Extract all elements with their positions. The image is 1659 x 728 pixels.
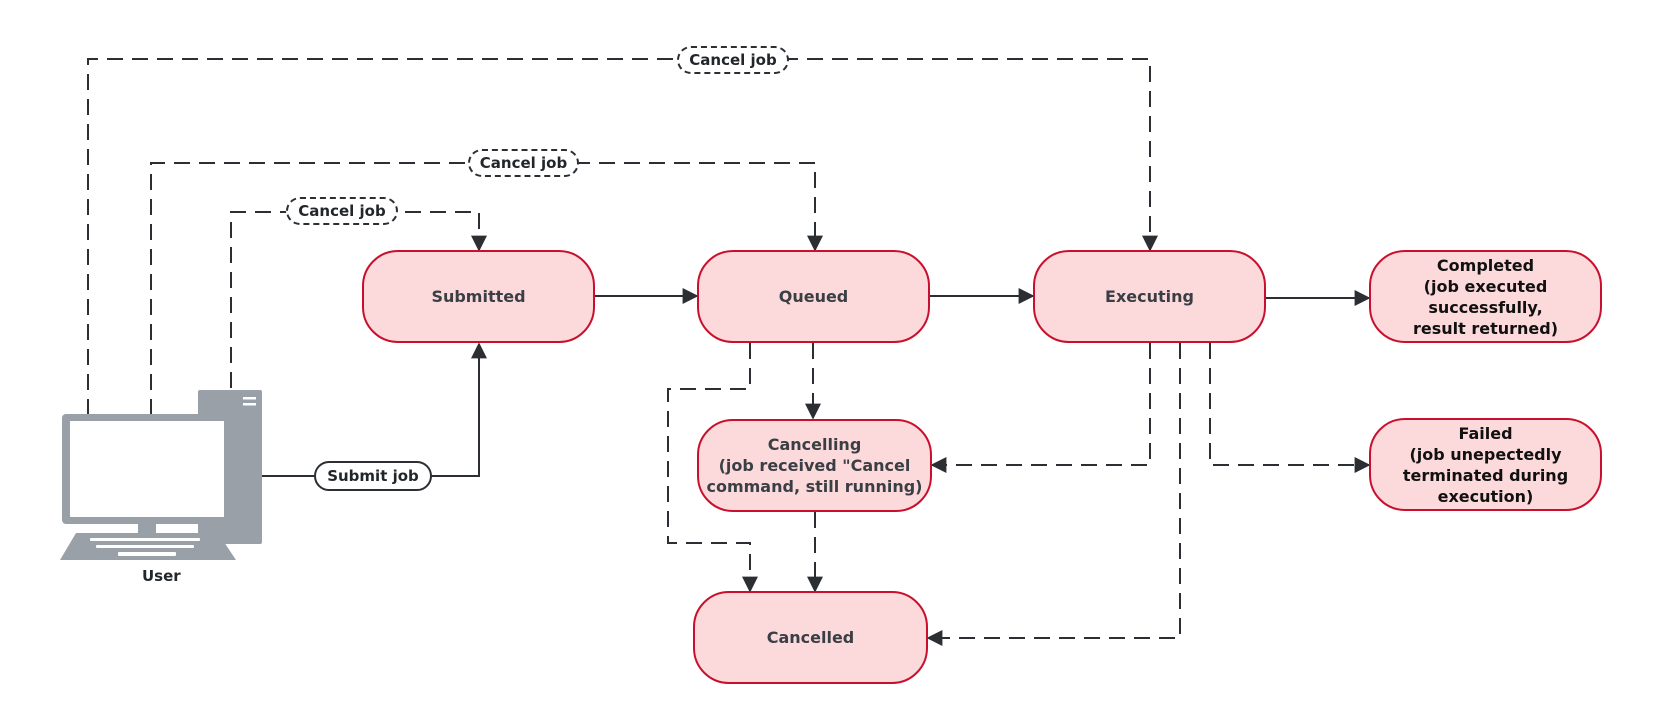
state-failed: Failed (job unepectedly terminated durin… [1369, 418, 1602, 511]
state-completed: Completed (job executed successfully, re… [1369, 250, 1602, 343]
cancel-job-label-executing: Cancel job [677, 46, 789, 74]
edge-queued-cancelled [667, 343, 758, 593]
cancel-job-label-queued: Cancel job [468, 149, 579, 177]
edge-user-submitted [262, 342, 487, 477]
state-failed-label: Failed (job unepectedly terminated durin… [1402, 423, 1569, 506]
state-cancelling-label: Cancelling (job received "Cancel command… [706, 435, 923, 496]
dashed-transitions [87, 58, 1371, 646]
state-queued: Queued [697, 250, 930, 343]
state-submitted-label: Submitted [431, 287, 526, 306]
user-computer-icon [60, 390, 262, 560]
state-cancelling: Cancelling (job received "Cancel command… [697, 419, 932, 512]
state-completed-label: Completed (job executed successfully, re… [1412, 255, 1559, 338]
edge-executing-failed [1209, 343, 1371, 473]
state-executing-label: Executing [1105, 287, 1194, 306]
state-cancelled-label: Cancelled [766, 628, 855, 647]
edge-executing-cancelled [926, 343, 1181, 646]
state-queued-label: Queued [778, 287, 849, 306]
edge-user-cancel-executing [87, 58, 1158, 415]
state-submitted: Submitted [362, 250, 595, 343]
user-label: User [142, 567, 181, 585]
state-cancelled: Cancelled [693, 591, 928, 684]
state-executing: Executing [1033, 250, 1266, 343]
submit-job-label: Submit job [314, 461, 432, 491]
cancel-job-label-submitted: Cancel job [286, 197, 398, 225]
edge-executing-cancelling [930, 343, 1151, 473]
